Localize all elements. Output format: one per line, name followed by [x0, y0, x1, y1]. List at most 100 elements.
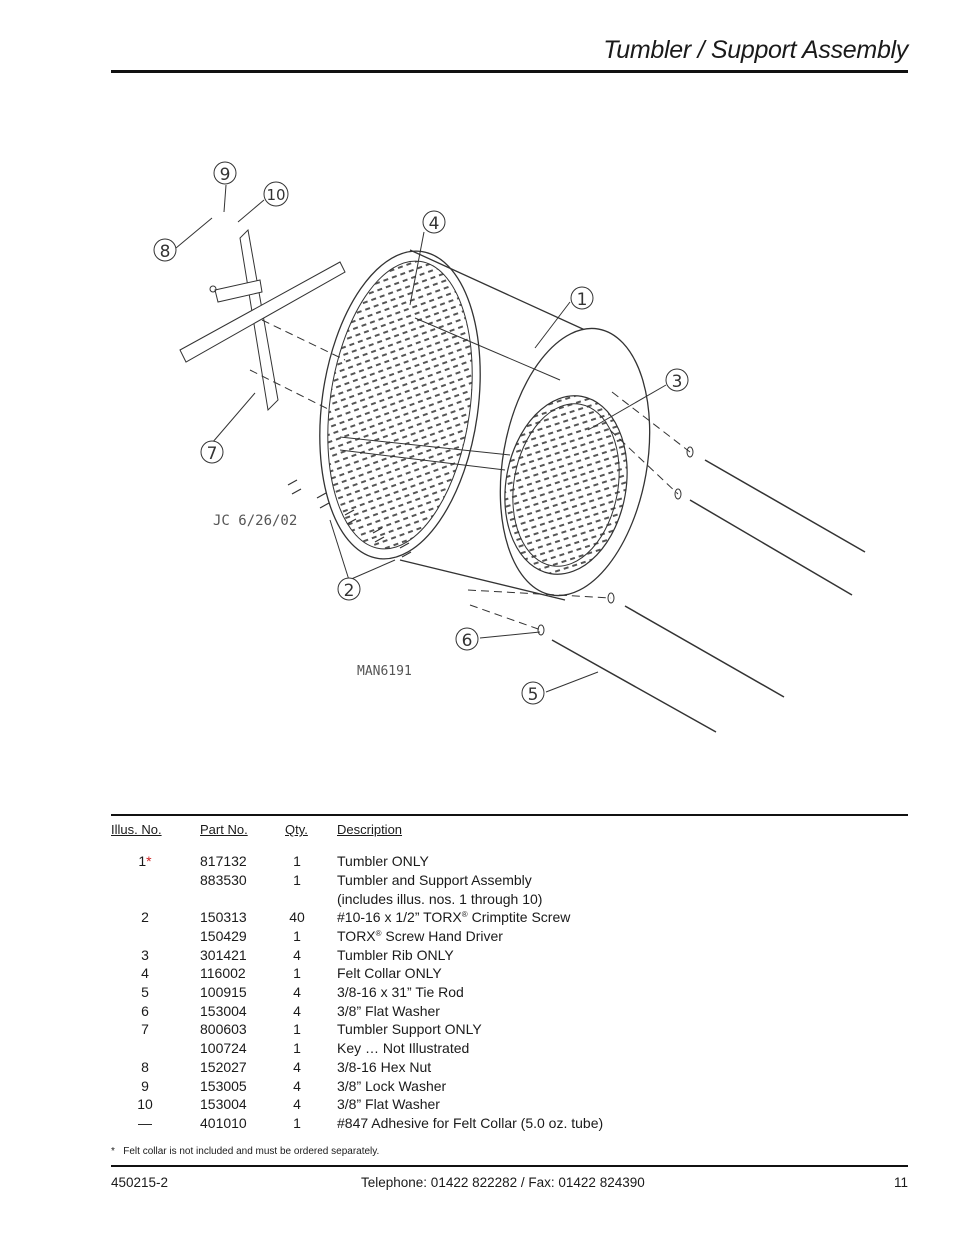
qty-cell: 1 — [293, 928, 301, 944]
illus-cell: 1* — [125, 853, 165, 869]
callout-4-label: 4 — [429, 214, 440, 234]
part-cell: 883530 — [200, 872, 247, 888]
tumbler-drum — [319, 249, 651, 601]
callout-2: 2 — [337, 577, 361, 601]
table-row: 9 153005 4 3/8” Lock Washer — [0, 1078, 954, 1097]
tie-rods — [551, 459, 866, 733]
part-cell: 150313 — [200, 909, 247, 925]
desc-text: TORX — [337, 928, 376, 944]
qty-cell: 4 — [293, 1003, 301, 1019]
footnote: * Felt collar is not included and must b… — [111, 1146, 379, 1157]
page-number: 11 — [893, 1175, 908, 1190]
callout-3: 3 — [665, 368, 689, 392]
exploded-parts-diagram: 1 2 3 4 5 6 7 8 9 10 JC 6/26/02 MAN6191 — [153, 161, 866, 733]
part-cell: 301421 — [200, 947, 247, 963]
table-row: 883530 1 Tumbler and Support Assembly — [0, 872, 954, 891]
table-row: 5 100915 4 3/8-16 x 31” Tie Rod — [0, 984, 954, 1003]
table-row: 7 800603 1 Tumbler Support ONLY — [0, 1021, 954, 1040]
desc-cell: #10-16 x 1/2” TORX® Crimptite Screw — [337, 909, 570, 925]
callout-9: 9 — [213, 161, 237, 185]
callout-2-label: 2 — [344, 581, 355, 601]
registered-mark: ® — [375, 929, 382, 938]
illus-cell: 6 — [141, 1003, 149, 1019]
drawing-signature: JC 6/26/02 — [213, 513, 297, 529]
callout-1: 1 — [570, 286, 594, 310]
qty-cell: 1 — [293, 965, 301, 981]
illus-cell: 8 — [141, 1059, 149, 1075]
callout-5-label: 5 — [528, 685, 539, 705]
callout-10: 10 — [263, 181, 289, 207]
illus-cell: — — [138, 1115, 152, 1131]
leader-lines — [175, 184, 667, 693]
callout-8: 8 — [153, 238, 177, 262]
table-rule — [111, 814, 908, 816]
qty-cell: 1 — [293, 1115, 301, 1131]
callout-3-label: 3 — [672, 372, 683, 392]
qty-cell: 1 — [293, 1021, 301, 1037]
callout-7-label: 7 — [207, 444, 218, 464]
desc-cell: #847 Adhesive for Felt Collar (5.0 oz. t… — [337, 1115, 604, 1131]
tumbler-support — [179, 228, 346, 412]
footer-rule — [111, 1165, 908, 1167]
desc-cell: 3/8-16 Hex Nut — [337, 1059, 432, 1075]
registered-mark: ® — [461, 910, 468, 919]
part-cell: 116002 — [200, 965, 246, 981]
table-row: — 401010 1 #847 Adhesive for Felt Collar… — [0, 1115, 954, 1134]
table-row: 8 152027 4 3/8-16 Hex Nut — [0, 1059, 954, 1078]
part-cell: 153005 — [200, 1078, 247, 1094]
desc-cell: Tumbler ONLY — [337, 853, 429, 869]
desc-cell: TORX® Screw Hand Driver — [337, 928, 503, 944]
illus-cell: 4 — [141, 965, 149, 981]
part-cell: 152027 — [200, 1059, 247, 1075]
qty-cell: 4 — [293, 1096, 301, 1112]
desc-cell: 3/8” Flat Washer — [337, 1096, 440, 1112]
desc-text: #10-16 x 1/2” TORX — [337, 909, 462, 925]
qty-cell: 4 — [293, 947, 301, 963]
table-row: 6 153004 4 3/8” Flat Washer — [0, 1003, 954, 1022]
callout-9-label: 9 — [220, 165, 231, 185]
qty-cell: 4 — [293, 984, 301, 1000]
desc-cell: Tumbler Rib ONLY — [337, 947, 454, 963]
desc-cell: (includes illus. nos. 1 through 10) — [337, 891, 543, 907]
callout-6-label: 6 — [462, 631, 473, 651]
header-qty: Qty. — [285, 822, 308, 837]
desc-cell: 3/8” Flat Washer — [337, 1003, 440, 1019]
part-cell: 800603 — [200, 1021, 247, 1037]
illus-cell: 7 — [141, 1021, 149, 1037]
footnote-text: Felt collar is not included and must be … — [123, 1146, 380, 1157]
part-cell: 401010 — [200, 1115, 247, 1131]
note-marker: * — [146, 853, 152, 869]
qty-cell: 4 — [293, 1059, 301, 1075]
part-cell: 153004 — [200, 1003, 247, 1019]
header-rule — [111, 70, 908, 73]
callout-10-label: 10 — [266, 186, 285, 204]
table-row: 3 301421 4 Tumbler Rib ONLY — [0, 947, 954, 966]
header-description: Description — [337, 822, 403, 837]
table-row: 2 150313 40 #10-16 x 1/2” TORX® Crimptit… — [0, 909, 954, 928]
drawing-id: MAN6191 — [357, 664, 412, 679]
header-part-no: Part No. — [200, 822, 248, 837]
part-cell: 817132 — [200, 853, 247, 869]
table-row: (includes illus. nos. 1 through 10) — [0, 891, 954, 910]
illus-cell: 9 — [141, 1078, 149, 1094]
desc-cell: Tumbler Support ONLY — [337, 1021, 482, 1037]
table-row: 100724 1 Key … Not Illustrated — [0, 1040, 954, 1059]
desc-cell: 3/8” Lock Washer — [337, 1078, 447, 1094]
table-row: 4 116002 1 Felt Collar ONLY — [0, 965, 954, 984]
header-illus-no: Illus. No. — [111, 822, 162, 837]
document-number: 450215-2 — [111, 1175, 169, 1190]
contact-info: Telephone: 01422 822282 / Fax: 01422 824… — [361, 1175, 645, 1190]
desc-text-suffix: Crimptite Screw — [467, 909, 571, 925]
qty-cell: 40 — [289, 909, 305, 925]
callout-8-label: 8 — [160, 242, 171, 262]
washers — [537, 446, 694, 636]
table-row: 10 153004 4 3/8” Flat Washer — [0, 1096, 954, 1115]
part-cell: 153004 — [200, 1096, 247, 1112]
qty-cell: 1 — [293, 853, 301, 869]
callout-6: 6 — [455, 627, 479, 651]
illus-cell: 10 — [137, 1096, 153, 1112]
table-row: 1* 817132 1 Tumbler ONLY — [0, 853, 954, 872]
desc-cell: 3/8-16 x 31” Tie Rod — [337, 984, 464, 1000]
illus-cell: 5 — [141, 984, 149, 1000]
desc-cell: Felt Collar ONLY — [337, 965, 442, 981]
